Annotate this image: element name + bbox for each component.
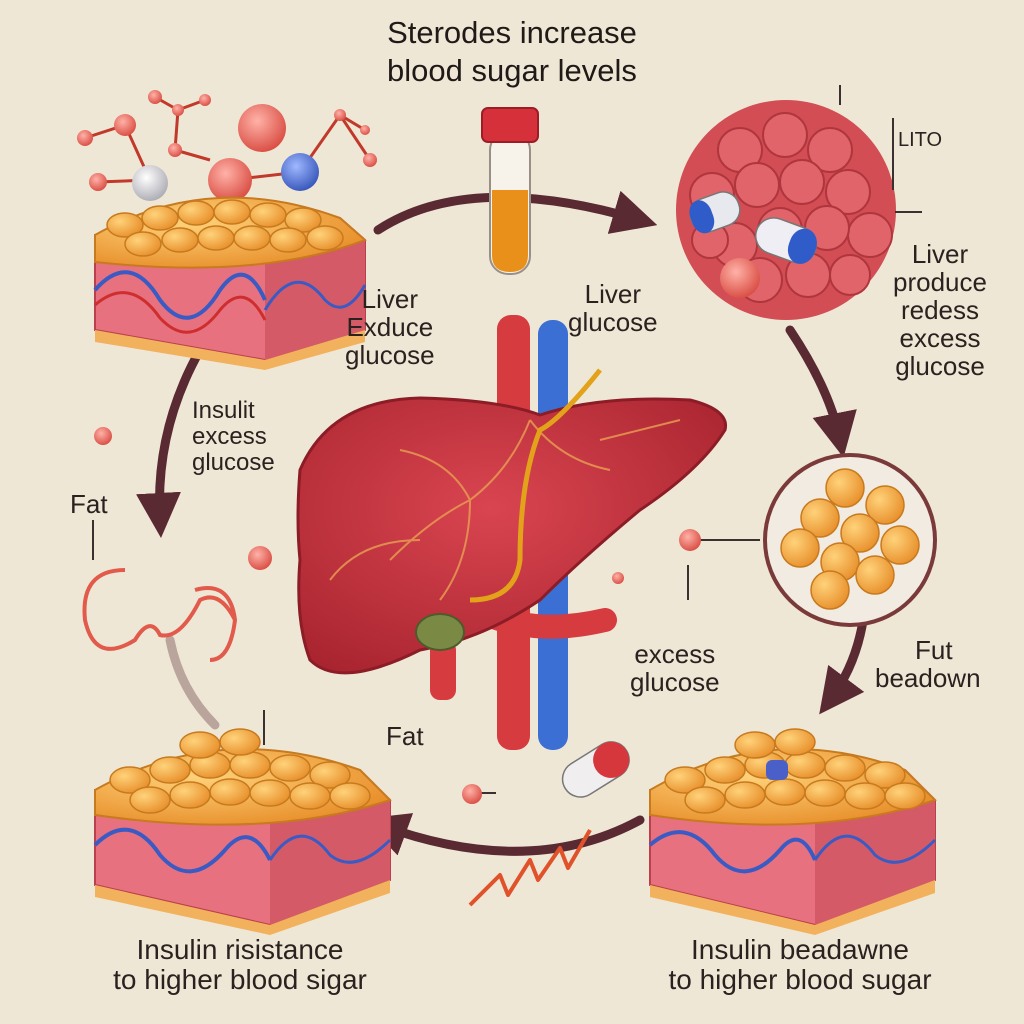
center-left-label: Liver Exduce glucose [345,285,435,369]
liver-cell-cluster [676,100,896,320]
top-right-tag: LITO [898,129,943,151]
tissue-block-bottom-right [648,728,937,935]
right-mid-line-3: redess [900,295,980,326]
left-fat-label: Fat [70,489,108,519]
right-lower-line-2: glucose [630,667,720,698]
center-right-line-2: glucose [568,307,658,338]
pointer-lines [92,85,922,794]
right-mid-line-4: excess [899,323,981,354]
left-mid-line-1: Insulit [192,397,255,424]
left-organ-outline [82,568,238,662]
tissue-block-top-left [93,196,367,370]
arrow-left-lower [165,635,220,730]
center-right-label: Liver glucose [568,280,658,336]
right-mid-label: Liver produce redess excess glucose [870,240,1010,380]
bottom-left-caption-line-2: to higher blood sigar [113,964,367,996]
fat-breakdown-line-2: beadown [875,663,981,694]
right-lower-label: excess glucose [630,640,720,696]
center-left-line-3: glucose [345,340,435,371]
center-left-line-1: Liver [361,284,418,314]
arrow-right-upper [785,325,857,458]
molecule-cluster [77,90,377,202]
left-mid-label: Insulit excess glucose [192,398,275,476]
arrow-left-upper [136,345,205,538]
pill-capsule [561,741,630,798]
zigzag-signal [468,828,592,907]
title-line-2: blood sugar levels [387,52,637,88]
fat-breakdown-line-1: Fut [915,635,953,665]
liver-organ [296,368,728,675]
arrow-bottom [363,813,645,856]
loose-molecules [94,427,701,804]
title-line-1: Sterodes increase [387,15,637,50]
diagram-title: Sterodes increase blood sugar levels [0,14,1024,90]
bottom-right-caption-line-2: to higher blood sugar [668,964,932,996]
right-mid-line-2: produce [893,267,987,298]
tissue-block-bottom-left [93,728,392,935]
test-tube [481,107,539,275]
bottom-right-caption-line-1: Insulin beadawne [691,934,909,965]
left-mid-line-2: excess [192,422,267,450]
bottom-center-fat-label: Fat [386,721,424,751]
bottom-left-caption-line-1: Insulin risistance [136,934,344,965]
left-mid-line-3: glucose [192,448,275,476]
bottom-right-caption: Insulin beadawne to higher blood sugar [620,934,980,996]
fat-breakdown-label: Fut beadown [875,636,981,692]
right-mid-line-1: Liver [911,239,969,269]
fat-droplet-lens [763,453,937,627]
center-left-line-2: Exduce [346,312,434,343]
bottom-left-caption: Insulin risistance to higher blood sigar [60,934,420,996]
right-mid-line-5: glucose [895,351,985,382]
center-right-line-1: Liver [584,279,641,309]
right-lower-line-1: excess [634,639,716,669]
